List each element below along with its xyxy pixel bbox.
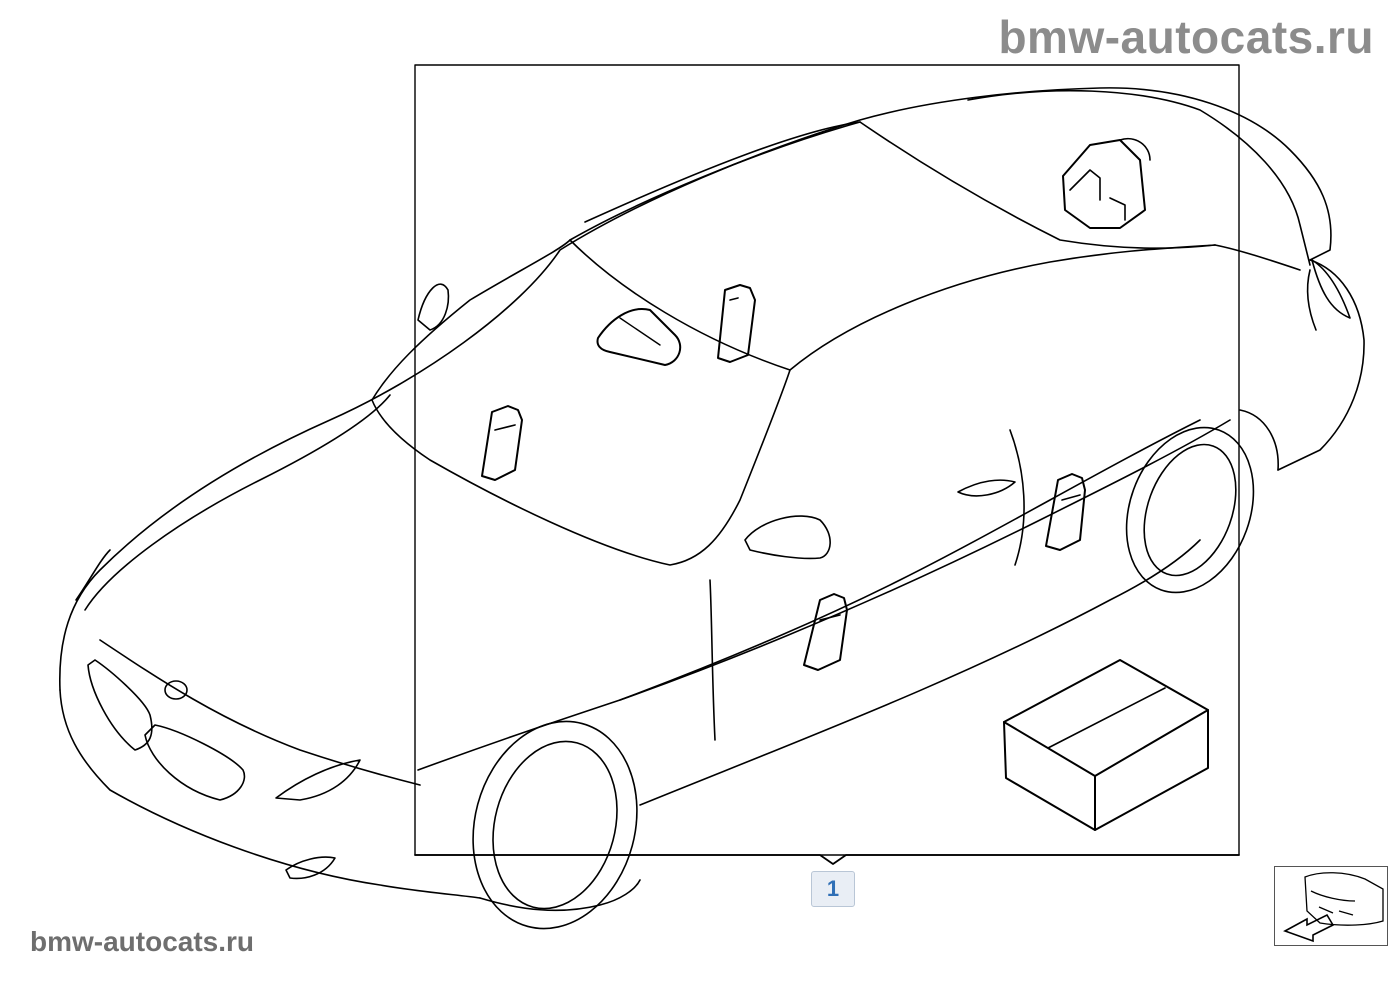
callout-bracket [414, 854, 1240, 865]
rain-sensor-part [596, 308, 682, 366]
callout-label-1[interactable]: 1 [811, 871, 855, 907]
parts-group-frame [414, 64, 1240, 856]
accessory-box-part [1003, 659, 1209, 831]
control-unit-part-c [1045, 473, 1086, 551]
watermark-bottom: bmw-autocats.ru [30, 926, 255, 957]
control-unit-part-d [803, 593, 848, 671]
car-front-arrow-icon[interactable] [1274, 866, 1388, 946]
antenna-module-roof-part [1062, 138, 1151, 229]
control-unit-part-b [481, 405, 523, 481]
watermark-top: bmw-autocats.ru [998, 11, 1374, 63]
car-outline [58, 87, 1365, 930]
control-unit-part-a [717, 284, 756, 363]
